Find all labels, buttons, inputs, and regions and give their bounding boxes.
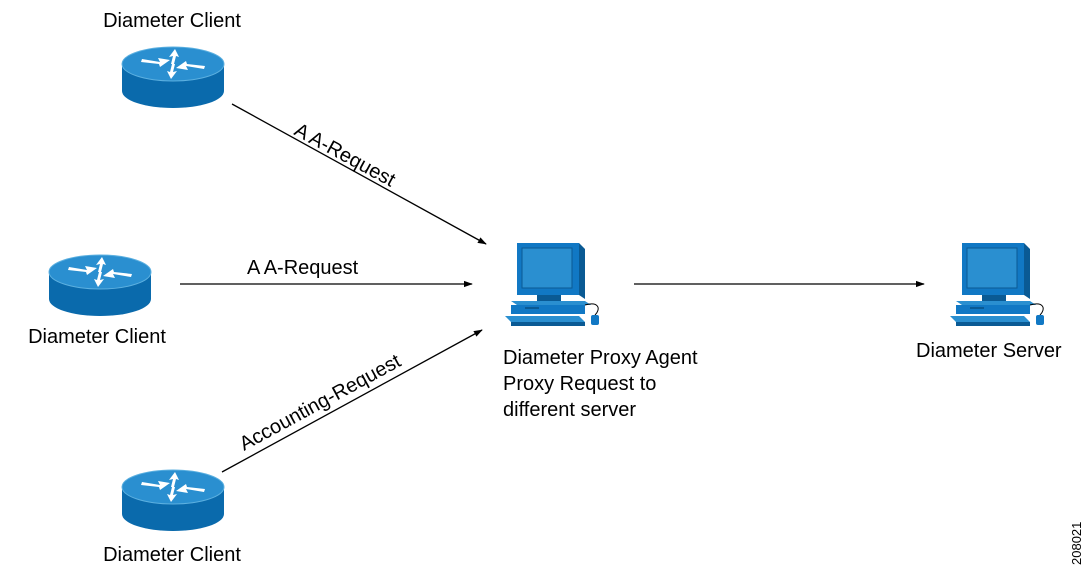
- proxy-label-line-1: Diameter Proxy Agent: [503, 347, 698, 369]
- server-label: Diameter Server: [916, 340, 1062, 362]
- message-label-bottom: Accounting-Request: [236, 350, 405, 455]
- client-middle-label: Diameter Client: [28, 326, 166, 348]
- proxy-label-line-3: different server: [503, 399, 636, 421]
- arrow-top-client-to-proxy: [231, 103, 487, 245]
- proxy-label-line-2: Proxy Request to: [503, 373, 656, 395]
- computer-icon: [504, 242, 600, 327]
- router-icon: [121, 46, 225, 109]
- client-bottom: Diameter Client: [103, 469, 241, 566]
- router-icon: [48, 254, 152, 317]
- arrow-bottom-client-to-proxy: [221, 329, 483, 473]
- proxy-agent: Diameter Proxy Agent Proxy Request to di…: [503, 242, 698, 421]
- client-top: Diameter Client: [103, 10, 241, 109]
- client-top-label: Diameter Client: [103, 10, 241, 32]
- computer-icon: [949, 242, 1045, 327]
- diameter-server: Diameter Server: [916, 242, 1062, 362]
- figure-id: 208021: [1069, 522, 1084, 565]
- client-bottom-label: Diameter Client: [103, 544, 241, 566]
- message-label-middle: A A-Request: [247, 257, 359, 279]
- message-label-top: A A-Request: [291, 119, 400, 192]
- router-icon: [121, 469, 225, 532]
- client-middle: Diameter Client: [28, 254, 166, 348]
